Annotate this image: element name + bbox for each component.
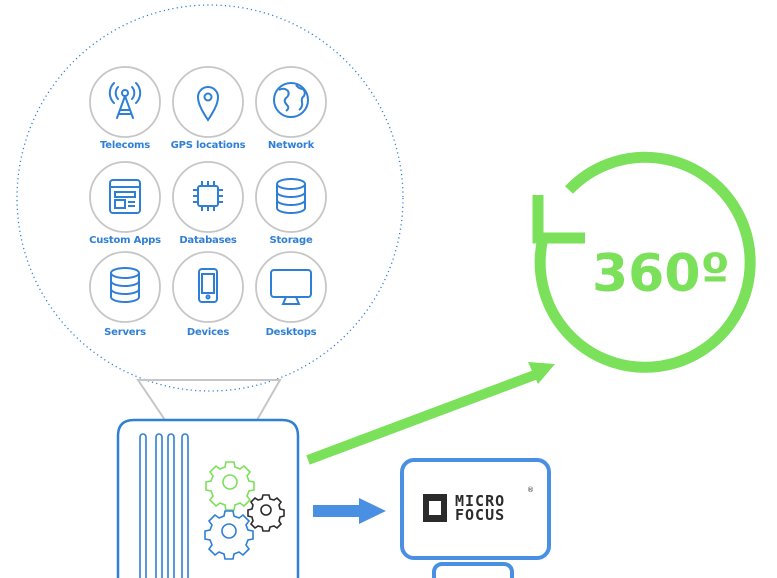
chip-icon: [193, 181, 223, 211]
server-box: [116, 418, 300, 578]
rotate-arrow-icon: [532, 151, 756, 373]
devices-label: Devices: [186, 327, 230, 338]
smartphone-icon: [198, 268, 218, 303]
desktops-label: Desktops: [265, 327, 317, 338]
hub-circle: [16, 4, 404, 392]
browser-window-icon: [109, 179, 141, 214]
databases-label: Databases: [179, 235, 237, 246]
storage-label: Storage: [269, 235, 313, 246]
telecoms-label: Telecoms: [99, 140, 151, 151]
gear-icon: [204, 461, 285, 560]
icon-circle-grid: [89, 66, 327, 323]
funnel-shape: [136, 379, 282, 421]
server-stack-icon: [110, 267, 140, 303]
gps-locations-label: GPS locations: [170, 140, 246, 151]
blue-connector-arrow: [313, 498, 386, 524]
brand-line1: MICRO: [455, 492, 506, 510]
micro-focus-logo-icon: [423, 494, 447, 522]
green-connector-arrow: [306, 362, 555, 465]
antenna-tower-icon: [108, 82, 142, 119]
database-icon: [276, 178, 306, 214]
globe-icon: [273, 82, 309, 118]
network-label: Network: [267, 140, 315, 151]
brand-trademark: ®: [527, 486, 534, 494]
custom-apps-label: Custom Apps: [89, 235, 161, 246]
micro-focus-monitor: [400, 458, 551, 578]
monitor-icon: [270, 269, 312, 305]
servers-label: Servers: [104, 327, 146, 338]
map-pin-icon: [196, 86, 220, 122]
brand-line2: FOCUS: [455, 506, 506, 524]
cycle-label: 360º: [592, 244, 730, 304]
